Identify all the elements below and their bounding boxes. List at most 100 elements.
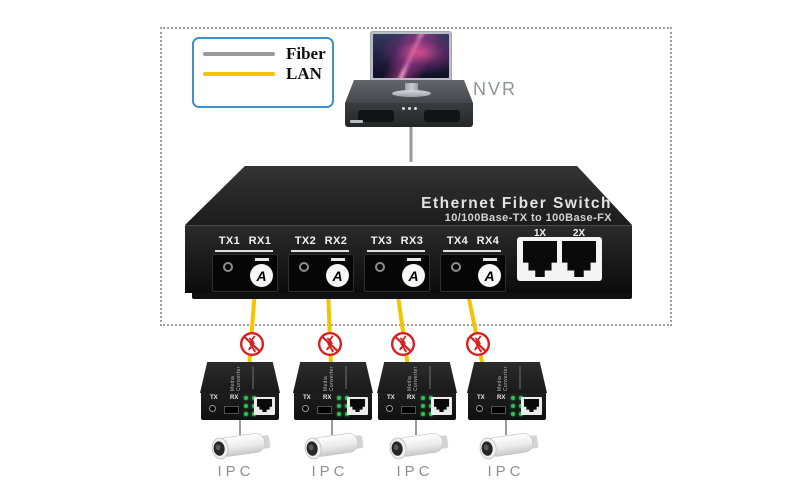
port-dash — [407, 258, 421, 261]
monitor-base — [392, 90, 431, 97]
nvr-label: NVR — [473, 79, 518, 99]
converter-rx-label: RX — [497, 395, 506, 401]
nvr-led — [408, 107, 411, 110]
fiber-port — [491, 406, 506, 414]
fiber-port — [401, 406, 416, 414]
fiber-port — [317, 406, 332, 414]
converter-front-panel: TX RX — [378, 393, 456, 420]
converter-rx-label: RX — [407, 395, 416, 401]
media-converter-4: Media Converter TX RX — [467, 362, 547, 420]
converter-top-text: Media Converter — [497, 366, 509, 391]
media-converter-2: Media Converter TX RX — [293, 362, 373, 420]
switch-bottom-edge — [192, 293, 632, 299]
converter-top-face: Media Converter — [467, 362, 547, 393]
port-marker-a: A — [402, 264, 425, 287]
ipc-camera-4 — [479, 433, 539, 460]
port-underline — [367, 250, 425, 252]
port-marker-a: A — [250, 264, 273, 287]
monitor-stand — [405, 83, 418, 92]
legend-fiber-label: Fiber — [286, 44, 326, 63]
rj45-port-2x — [562, 241, 596, 277]
converter-top-text: Media Converter — [407, 366, 419, 391]
converter-tx-label: TX — [477, 395, 485, 401]
switch-top-face: Ethernet Fiber Switch 10/100Base-TX to 1… — [185, 166, 632, 225]
ipc-camera-2 — [304, 433, 364, 460]
converter-top-face: Media Converter — [377, 362, 457, 393]
nvr-led — [402, 107, 405, 110]
ipc-label-3: IPC — [396, 463, 434, 480]
fiber-port-group-4: TX4 RX4 A — [440, 226, 506, 294]
fiber-connector-icon — [375, 262, 385, 272]
system-boundary — [160, 27, 672, 326]
rj45-port — [347, 397, 368, 415]
converter-tx-label: TX — [210, 395, 218, 401]
converter-front-panel: TX RX — [294, 393, 372, 420]
uplink-port-label-1x: 1X — [533, 228, 547, 239]
converter-top-strip — [345, 366, 347, 389]
fiber-connector-icon — [451, 262, 461, 272]
port-dash — [483, 258, 497, 261]
ipc-label-2: IPC — [311, 463, 349, 480]
fiber-port-label: TX2 RX2 — [294, 235, 348, 247]
converter-tx-label: TX — [387, 395, 395, 401]
rj45-port — [521, 397, 542, 415]
port-dash — [255, 258, 269, 261]
nvr-logo — [350, 120, 363, 123]
legend-lan-label: LAN — [286, 64, 322, 83]
switch-subtitle: 10/100Base-TX to 100Base-FX — [444, 212, 612, 224]
converter-front-panel: TX RX — [201, 393, 279, 420]
fiber-connector-icon — [386, 405, 393, 412]
media-converter-1: Media Converter TX RX — [200, 362, 280, 420]
port-underline — [443, 250, 501, 252]
converter-rx-label: RX — [230, 395, 239, 401]
converter-tx-label: TX — [303, 395, 311, 401]
nvr-led — [414, 107, 417, 110]
no-lightning-icon — [317, 331, 343, 357]
media-converter-3: Media Converter TX RX — [377, 362, 457, 420]
ipc-label-1: IPC — [217, 463, 255, 480]
ipc-label-4: IPC — [487, 463, 525, 480]
nvr-box-front — [345, 103, 473, 127]
switch-front-panel: TX1 RX1 A TX2 RX2 A TX3 RX3 A — [185, 225, 632, 293]
no-lightning-icon — [465, 331, 491, 357]
converter-top-face: Media Converter — [200, 362, 280, 393]
fiber-port-group-2: TX2 RX2 A — [288, 226, 354, 294]
uplink-port-panel — [517, 237, 602, 281]
converter-top-face: Media Converter — [293, 362, 373, 393]
nvr-vent — [358, 110, 394, 122]
converter-top-strip — [252, 366, 254, 389]
sc-fiber-port: A — [364, 254, 430, 292]
fiber-port-label: TX1 RX1 — [218, 235, 272, 247]
port-underline — [215, 250, 273, 252]
fiber-port-group-1: TX1 RX1 A — [212, 226, 278, 294]
port-marker-a: A — [478, 264, 501, 287]
port-dash — [331, 258, 345, 261]
fiber-connector-icon — [223, 262, 233, 272]
rj45-port — [254, 397, 275, 415]
no-lightning-icon — [239, 331, 265, 357]
no-lightning-icon — [390, 331, 416, 357]
fiber-connector-icon — [209, 405, 216, 412]
sc-fiber-port: A — [288, 254, 354, 292]
converter-top-strip — [429, 366, 431, 389]
converter-top-text: Media Converter — [230, 366, 242, 391]
converter-top-strip — [519, 366, 521, 389]
nvr-monitor — [370, 31, 452, 83]
rj45-port — [431, 397, 452, 415]
fiber-line-sample — [203, 52, 275, 56]
fiber-connector-icon — [299, 262, 309, 272]
switch-title: Ethernet Fiber Switch — [421, 195, 612, 212]
sc-fiber-port: A — [212, 254, 278, 292]
fiber-port-label: TX3 RX3 — [370, 235, 424, 247]
uplink-port-label-2x: 2X — [572, 228, 586, 239]
port-marker-a: A — [326, 264, 349, 287]
converter-rx-label: RX — [323, 395, 332, 401]
nvr-vent — [424, 110, 460, 122]
sc-fiber-port: A — [440, 254, 506, 292]
converter-front-panel: TX RX — [468, 393, 546, 420]
converter-top-text: Media Converter — [323, 366, 335, 391]
lan-line-sample — [203, 72, 275, 76]
fiber-port-label: TX4 RX4 — [446, 235, 500, 247]
fiber-port — [224, 406, 239, 414]
